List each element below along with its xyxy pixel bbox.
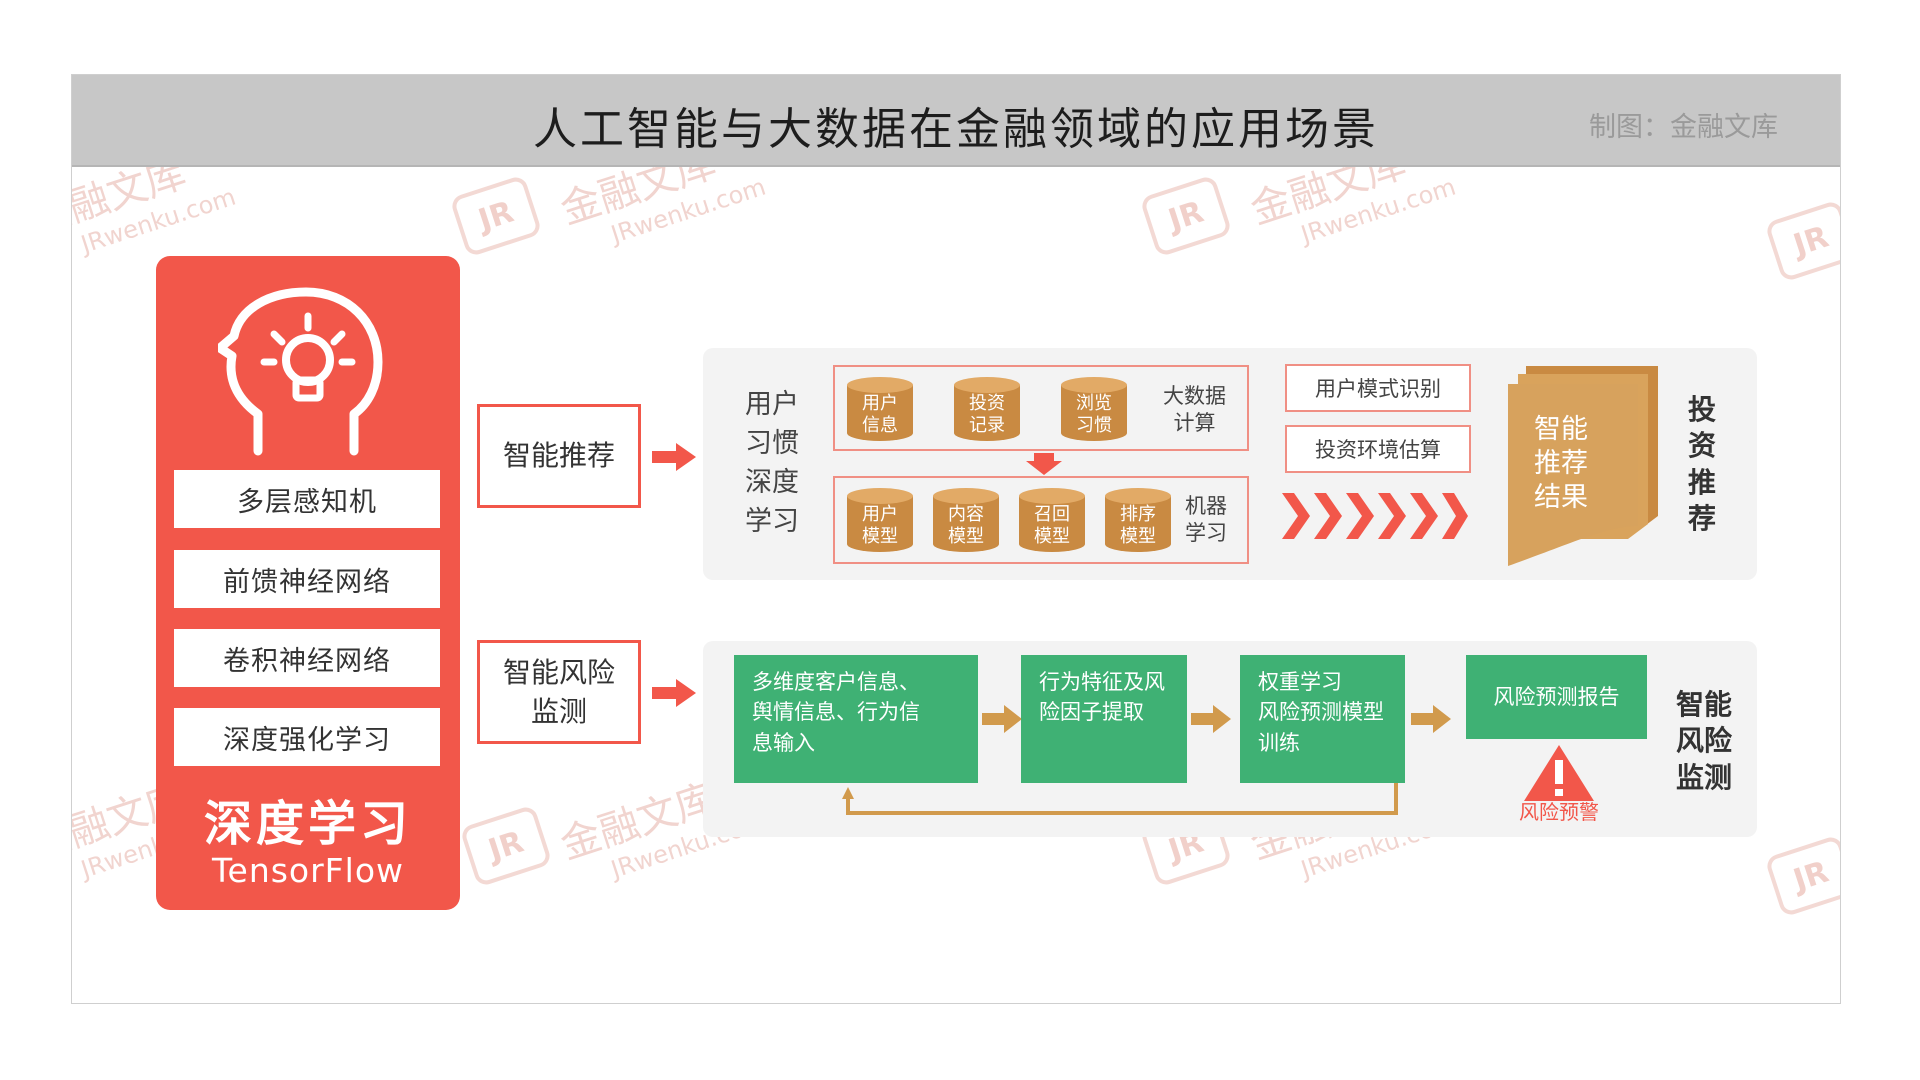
- smart-risk-label: 智能风险监测: [477, 640, 641, 744]
- feedback-loop-arrow: [842, 783, 1398, 815]
- watermark-logo: JR: [1764, 199, 1840, 283]
- deep-learning-panel: 多层感知机 前馈神经网络 卷积神经网络 深度强化学习 深度学习 TensorFl…: [156, 256, 460, 910]
- arrow-right-icon: [1191, 705, 1231, 733]
- big-data-box: [833, 365, 1249, 451]
- watermark-logo: JR: [459, 804, 553, 888]
- invest-recommend-title: 投资推荐: [1687, 393, 1716, 536]
- machine-learning-box: [833, 476, 1249, 564]
- watermark-logo: JR: [1764, 834, 1840, 918]
- arrow-down-icon: [1026, 453, 1062, 475]
- cylinder-rank-model: 排序模型: [1105, 488, 1171, 552]
- model-training-box: 权重学习风险预测模型训练: [1240, 655, 1405, 783]
- item-cnn: 卷积神经网络: [174, 629, 440, 687]
- multi-dim-input-box: 多维度客户信息、舆情信息、行为信息输入: [734, 655, 978, 783]
- item-mlp: 多层感知机: [174, 470, 440, 528]
- watermark-logo: JR: [449, 174, 543, 258]
- cylinder-browse-habit: 浏览习惯: [1061, 377, 1127, 441]
- tensorflow-label: TensorFlow: [211, 851, 405, 890]
- invest-env-estimation: 投资环境估算: [1285, 425, 1471, 473]
- cylinder-content-model: 内容模型: [933, 488, 999, 552]
- diagram-title: 人工智能与大数据在金融领域的应用场景: [533, 104, 1379, 155]
- head-lightbulb-icon: [218, 287, 383, 456]
- cylinder-user-model: 用户模型: [847, 488, 913, 552]
- title-bar: 人工智能与大数据在金融领域的应用场景 制图：金融文库: [72, 75, 1840, 167]
- smart-result-text: 智能推荐结果: [1534, 414, 1588, 513]
- watermark-logo: JR: [1139, 174, 1233, 258]
- credit-text: 制图：金融文库: [1589, 112, 1778, 143]
- cylinder-invest-record: 投资记录: [954, 377, 1020, 441]
- user-habit-text: 用户 习惯 深度 学习: [745, 389, 799, 538]
- deep-learning-title: 深度学习: [203, 796, 412, 852]
- warning-triangle-icon: [1524, 745, 1594, 801]
- arrow-right-icon: [652, 679, 696, 707]
- big-data-calc-label: 大数据计算: [1163, 384, 1226, 436]
- arrow-right-icon: [1411, 705, 1451, 733]
- feature-extraction-box: 行为特征及风险因子提取: [1021, 655, 1187, 783]
- chevron-right-icon: [1282, 493, 1468, 539]
- arrow-right-icon: [982, 705, 1022, 733]
- item-deep-rl: 深度强化学习: [174, 708, 440, 766]
- risk-warning-label: 风险预警: [1519, 800, 1599, 824]
- cylinder-user-info: 用户信息: [847, 377, 913, 441]
- cylinder-recall-model: 召回模型: [1019, 488, 1085, 552]
- user-pattern-recognition: 用户模式识别: [1285, 364, 1471, 412]
- arrow-right-icon: [652, 443, 696, 471]
- result-document-icon: [1508, 366, 1658, 566]
- item-feedforward-nn: 前馈神经网络: [174, 550, 440, 608]
- smart-recommend-label: 智能推荐: [477, 404, 641, 508]
- machine-learning-label: 机器学习: [1185, 494, 1227, 546]
- risk-monitor-title: 智能风险监测: [1675, 688, 1732, 794]
- risk-report-box: 风险预测报告: [1466, 655, 1647, 739]
